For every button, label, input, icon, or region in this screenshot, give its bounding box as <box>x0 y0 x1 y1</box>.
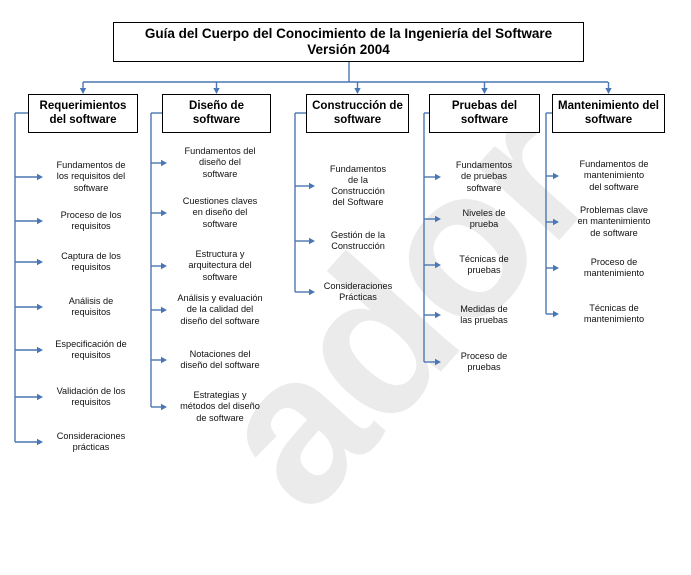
diagram-title: Guía del Cuerpo del Conocimiento de la I… <box>113 22 584 62</box>
arrowhead <box>553 310 559 318</box>
topic-item: Problemas clave en mantenimiento de soft… <box>577 205 651 238</box>
topic-item: Medidas de las pruebas <box>460 303 508 326</box>
topic-item: Gestión de la Construcción <box>330 229 386 252</box>
arrowhead <box>37 393 43 401</box>
topic-item: Estructura y arquitectura del software <box>188 249 252 282</box>
topic-item: Estrategias y métodos del diseño de soft… <box>180 390 260 423</box>
arrowhead <box>435 215 441 223</box>
title-line-2: Versión 2004 <box>307 42 390 57</box>
category-box: Requerimientos del software <box>28 94 138 133</box>
topic-item: Proceso de los requisitos <box>60 209 122 232</box>
topic-item: Técnicas de mantenimiento <box>583 302 645 325</box>
arrowhead <box>435 261 441 269</box>
title-line-1: Guía del Cuerpo del Conocimiento de la I… <box>144 26 553 42</box>
arrowhead <box>161 356 167 364</box>
arrowhead <box>37 303 43 311</box>
topic-item: Consideraciones Prácticas <box>323 280 393 303</box>
arrowhead <box>354 88 361 94</box>
topic-item: Fundamentos de los requisitos del softwa… <box>56 160 126 193</box>
topic-item: Fundamentos de pruebas software <box>455 160 513 193</box>
arrowhead <box>435 358 441 366</box>
topic-item: Proceso de pruebas <box>460 350 508 373</box>
arrowhead <box>213 88 220 94</box>
arrowhead <box>553 264 559 272</box>
arrowhead <box>435 173 441 181</box>
arrowhead <box>309 237 315 245</box>
arrowhead <box>37 438 43 446</box>
arrowhead <box>161 159 167 167</box>
topic-item: Fundamentos de la Construcción del Softw… <box>329 163 387 208</box>
topic-item: Técnicas de pruebas <box>459 253 509 276</box>
arrowhead <box>79 88 87 94</box>
arrowhead <box>37 258 43 266</box>
topic-item: Notaciones del diseño del software <box>180 348 260 371</box>
category-label: Pruebas del software <box>451 100 518 126</box>
category-box: Diseño de software <box>162 94 271 133</box>
arrowhead <box>37 346 43 354</box>
connector-lines <box>14 62 612 446</box>
arrowhead <box>553 218 559 226</box>
category-label: Construcción de software <box>312 100 403 126</box>
arrowhead <box>553 172 559 180</box>
category-box: Mantenimiento del software <box>552 94 665 133</box>
topic-item: Cuestiones claves en diseño del software <box>182 196 258 229</box>
category-box: Construcción de software <box>306 94 409 133</box>
topic-item: Validación de los requisitos <box>56 385 126 408</box>
category-label: Mantenimiento del software <box>558 100 659 126</box>
topic-item: Captura de los requisitos <box>61 250 121 273</box>
topic-item: Proceso de mantenimiento <box>583 256 645 279</box>
topic-item: Análisis y evaluación de la calidad del … <box>177 293 263 326</box>
topic-item: Especificación de requisitos <box>55 338 127 361</box>
topic-item: Consideraciones prácticas <box>56 430 126 453</box>
arrowhead <box>161 306 167 314</box>
category-label: Diseño de software <box>189 100 244 126</box>
arrowhead <box>309 288 315 296</box>
category-box: Pruebas del software <box>429 94 540 133</box>
category-label: Requerimientos del software <box>39 100 127 126</box>
arrowhead <box>161 262 167 270</box>
arrowhead <box>435 311 441 319</box>
topic-item: Niveles de prueba <box>462 207 506 230</box>
arrowhead <box>309 182 315 190</box>
arrowhead <box>37 217 43 225</box>
arrowhead <box>37 173 43 181</box>
topic-item: Análisis de requisitos <box>68 295 114 318</box>
topic-item: Fundamentos del diseño del software <box>184 146 256 179</box>
arrowhead <box>161 209 167 217</box>
arrowhead <box>605 88 612 94</box>
arrowhead <box>161 403 167 411</box>
topic-item: Fundamentos de mantenimiento del softwar… <box>579 159 649 192</box>
arrowhead <box>481 88 488 94</box>
